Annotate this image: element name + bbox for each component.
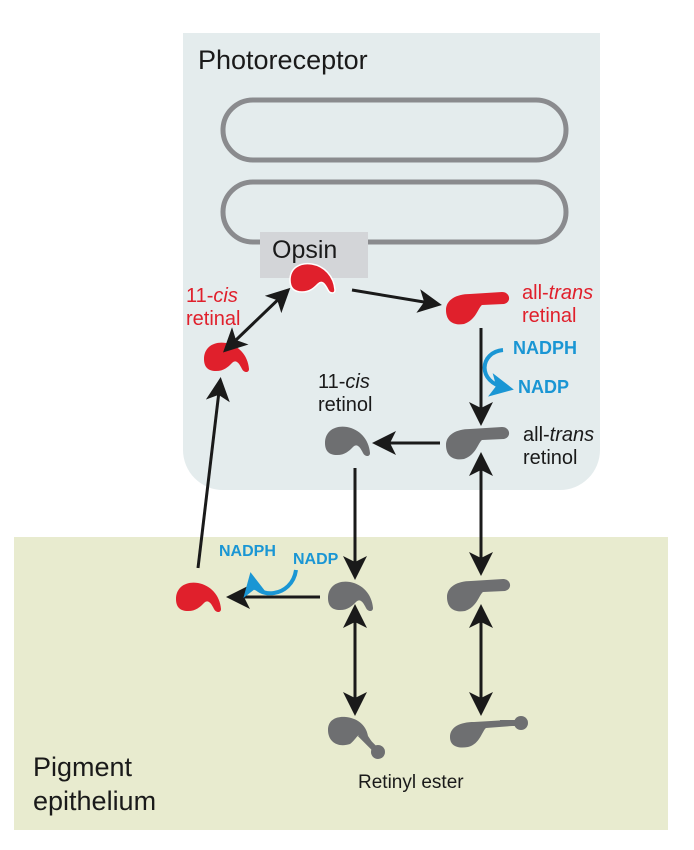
retinyl-ester-11-cis [328, 716, 385, 759]
pigment-label-line1: Pigment [33, 752, 133, 782]
opsin-label: Opsin [272, 236, 338, 264]
cofactor-arrow-top [482, 348, 514, 397]
retinol-all-trans-pe [447, 579, 511, 612]
retinal-opsin-bound [289, 262, 336, 294]
retinol-all-trans [446, 427, 510, 460]
retinyl-ester-all-trans [450, 716, 528, 748]
label-prefix: 11- [318, 371, 346, 393]
cofactor-bottom-nadph: NADPH [219, 543, 276, 560]
arrow-pe-retinal-up [196, 377, 230, 569]
retinal-11-cis [204, 342, 249, 372]
retinyl-ester-label: Retinyl ester [358, 772, 464, 793]
label-prefix: 11- [186, 285, 214, 307]
photoreceptor-region [183, 33, 600, 490]
label-line2: retinol [523, 447, 578, 469]
cofactor-bottom-nadp: NADP [293, 551, 339, 568]
pigment-label-line2: epithelium [33, 786, 157, 816]
cofactor-top-nadph: NADPH [513, 338, 578, 358]
retinol-11-cis-pe [328, 581, 373, 611]
label-prefix: all- [523, 424, 550, 446]
label-prefix: all- [522, 282, 549, 304]
label-italic: cis [345, 371, 370, 393]
disc-membrane-2 [220, 179, 569, 245]
label-11-cis-retinol: 11-cis retinol [318, 371, 372, 417]
retinal-all-trans [446, 292, 510, 325]
cofactor-top-nadp: NADP [518, 377, 570, 397]
label-italic: trans [549, 424, 595, 446]
retinal-pigment-epithelium [176, 582, 221, 612]
disc-membrane-1 [220, 97, 569, 163]
label-italic: cis [213, 285, 238, 307]
cofactor-arrow-bottom [243, 569, 298, 599]
photoreceptor-label: Photoreceptor [198, 45, 368, 75]
label-all-trans-retinol: all-trans retinol [523, 424, 594, 470]
label-all-trans-retinal: all-trans retinal [522, 282, 593, 328]
label-italic: trans [548, 282, 594, 304]
label-11-cis-retinal: 11-cis retinal [186, 285, 240, 331]
arrow-opsin-to-all-trans-retinal [351, 288, 442, 313]
label-line2: retinal [522, 305, 577, 327]
retinol-11-cis [325, 426, 370, 456]
arrow-11-cis-retinal-opsin [223, 287, 291, 353]
label-line2: retinol [318, 394, 373, 416]
label-line2: retinal [186, 308, 241, 330]
